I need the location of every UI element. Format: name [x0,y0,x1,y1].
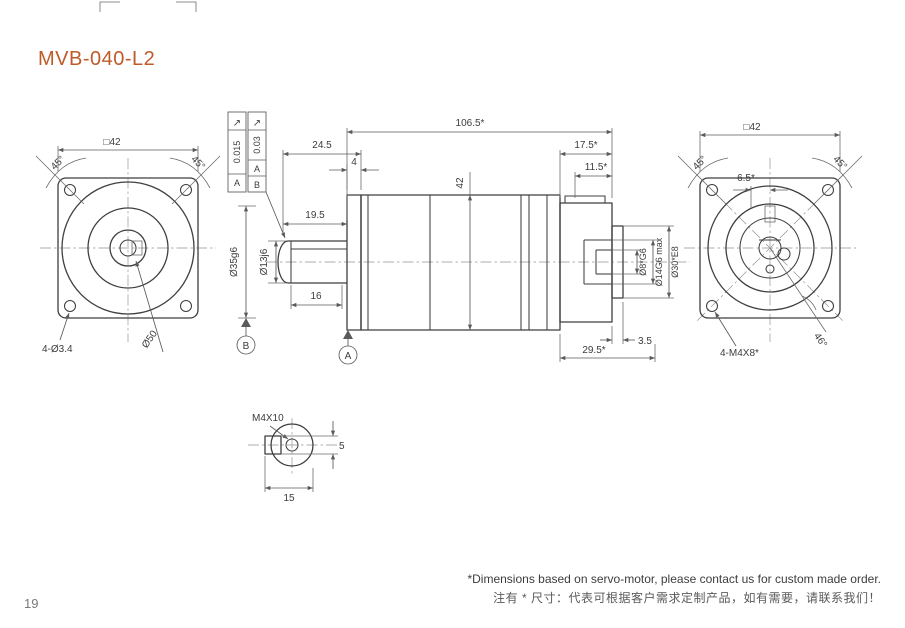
rear-dim-square: □42 [699,122,841,172]
dim-rear-angle-left: 45° [691,154,709,172]
dim-bore-mid-label: Ø14G6 max [654,237,664,286]
front-view: □42 45° 45° 4-Ø3.4 Ø50 [35,137,221,355]
rear-flange-outline [699,177,841,319]
front-flange-outline [57,177,199,319]
dim-body-height-label: 42 [455,177,466,189]
rear-view: □42 45° 45° 6.5* [677,122,863,359]
front-dim-square: □42 [57,137,199,172]
dim-pilot-dia: Ø35g6 B [229,205,256,355]
rear-holes-callout: 4-M4X8* [714,311,759,359]
rear-feature-hole-1 [777,247,791,261]
dim-rear-hole-angle: 46° [811,331,829,350]
footnote-english: *Dimensions based on servo-motor, please… [467,572,881,586]
dim-bore-small-label: Ø8*G6 [638,248,648,276]
rear-outer-circle [707,185,833,311]
side-body-section-lines [367,195,548,330]
front-shaft-boss [109,229,147,267]
dim-total-length: 106.5* [346,118,613,198]
dim-rear-square: □42 [743,122,761,133]
front-corner-holes [63,183,193,313]
detail-dim-key-width: 5 [281,421,345,469]
page-title: MVB-040-L2 [38,48,156,70]
dim-front-length-label: 24.5 [312,140,332,151]
dim-front-square: □42 [103,137,121,148]
dim-detail-thread: M4X10 [252,413,284,424]
side-front-flange [346,194,362,331]
dim-pilot-depth: 3.5 [600,302,652,347]
detail-thread-callout: M4X10 [252,413,289,440]
runout-icon: ↗ [233,118,241,129]
datum-a: A [338,330,358,365]
dim-rear-total: 29.5* [559,334,656,362]
dim-rear-holes: 4-M4X8* [720,348,759,359]
dim-rear-step-label: 11.5* [585,162,608,173]
dim-detail-length: 15 [283,493,295,504]
datum-a-label: A [345,351,352,362]
dim-pilot-depth-label: 3.5 [638,336,652,347]
front-pilot-circle [87,207,169,289]
front-shaft-hole [119,239,137,257]
dim-bore-small: Ø8*G6 [612,248,648,276]
dim-front-holes: 4-Ø3.4 [42,344,73,355]
dim-rear-angle-right: 45° [831,154,849,172]
tol1-datum: A [234,178,240,188]
detail-dim-length: 15 [264,456,314,504]
dim-flange-thickness: 4 [329,157,379,190]
tol2-datum1: A [254,164,260,174]
dim-bore-mid: Ø14G6 max [612,237,664,286]
front-outer-circle [61,181,195,315]
datum-b-label: B [243,341,250,352]
dim-key-length-label: 16 [310,291,322,302]
tol2-datum2: B [254,180,260,190]
rear-bore-circle [739,217,801,279]
rear-keyway [764,205,776,223]
dim-flange-thickness-label: 4 [351,157,357,168]
dim-front-angle-left: 45° [49,154,67,172]
dim-rear-length-label: 17.5* [574,140,597,151]
dim-detail-key-width: 5 [339,441,345,452]
dim-total-length-label: 106.5* [456,118,485,129]
rear-corner-holes [705,183,835,313]
dim-body-height: 42 [455,172,473,331]
tol2-value: 0.03 [252,136,262,154]
front-key-mark [131,240,143,256]
rear-shaft-circle [758,236,782,260]
dim-bore-large: Ø30*E8 [623,225,680,299]
detail-view: M4X10 5 15 [248,413,345,504]
dim-shaft-length: 19.5 [282,190,348,227]
dim-shaft-dia-label: Ø13j6 [259,248,270,275]
side-rear-adapter [559,195,624,323]
detail-key [264,435,282,455]
dim-rear-step: 11.5* [574,162,612,198]
side-view: 106.5* 24.5 4 42 [227,111,690,365]
tolerance-frame-2: ↗ 0.03 A B [247,111,286,239]
tol1-value: 0.015 [232,141,242,164]
rear-dim-key-offset: 6.5* [733,173,788,208]
runout-icon: ↗ [253,118,261,129]
page-number: 19 [24,596,39,611]
footnote-chinese: 注有 * 尺寸：代表可根据客户需求定制产品，如有需要，请联系我们！ [493,590,881,605]
dim-rear-key-offset: 6.5* [737,173,755,184]
dim-shaft-length-label: 19.5 [305,210,325,221]
tolerance-frame-1: ↗ 0.015 A [227,111,247,193]
front-holes-callout: 4-Ø3.4 [42,312,73,355]
dim-shaft-dia: Ø13j6 [259,240,286,284]
dim-rear-length: 17.5* [559,140,612,198]
detail-tapped-hole [285,438,299,452]
side-body [360,194,561,331]
footnotes: *Dimensions based on servo-motor, please… [467,570,881,607]
dim-pilot-dia-label: Ø35g6 [229,247,240,277]
rear-angle-callout: 46° [769,247,829,350]
dim-key-length: 16 [290,285,343,309]
rear-feature-hole-2 [765,264,775,274]
dim-front-angle-right: 45° [189,154,207,172]
dim-rear-total-label: 29.5* [582,345,605,356]
detail-shaft-circle [270,423,314,467]
dim-bore-large-label: Ø30*E8 [670,246,680,278]
rear-pilot-circle [725,203,815,293]
frame-marks [99,1,197,12]
